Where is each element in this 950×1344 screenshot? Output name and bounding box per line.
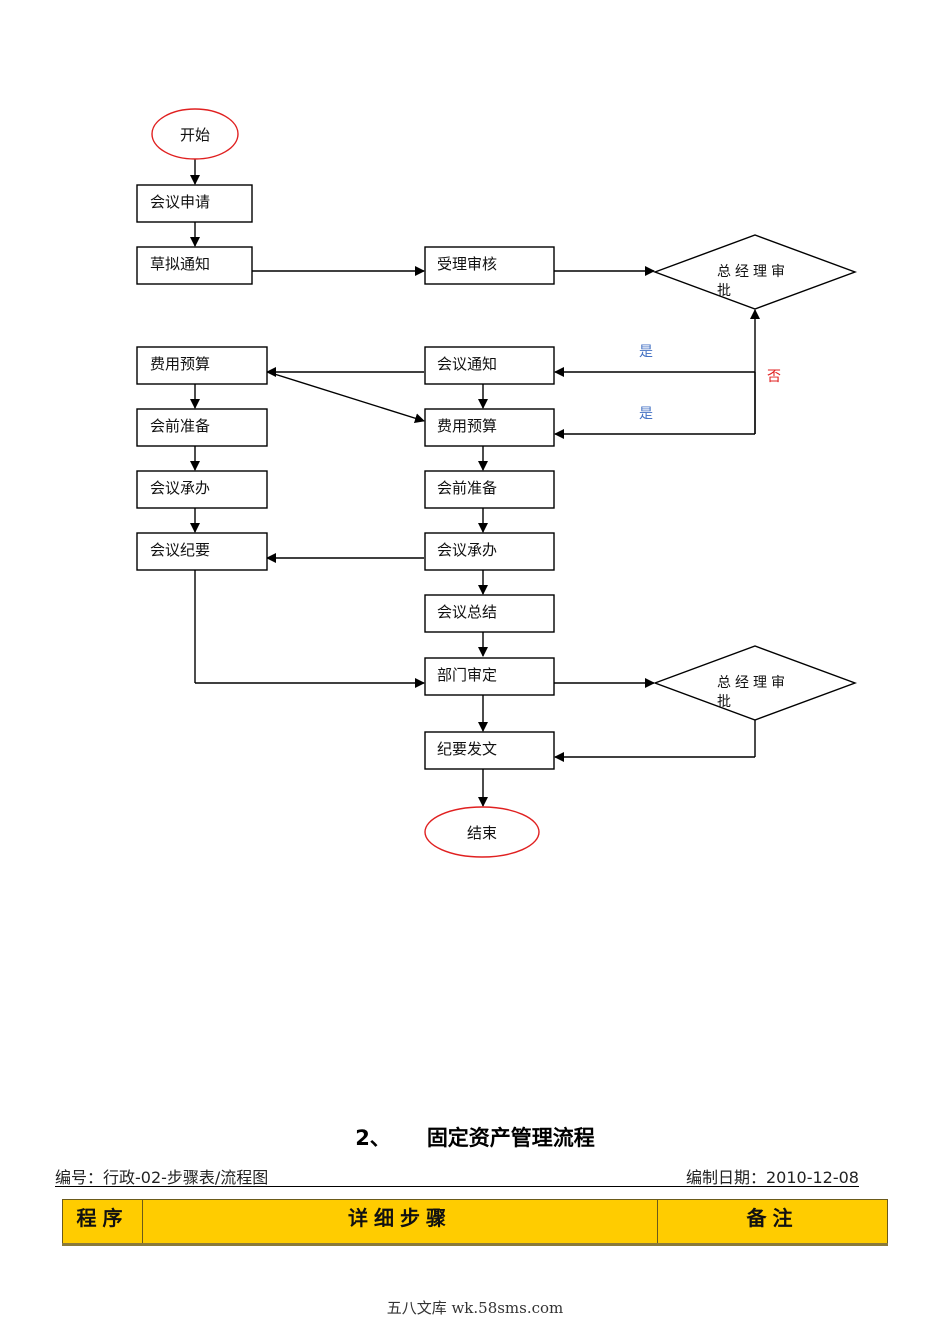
node-apply [136,184,253,223]
node-budget-left-label: 费用预算 [150,355,210,373]
decision-gm-approve-1-label-line1: 总经理审 [717,264,789,280]
node-dept-review [424,657,555,696]
node-notice-label: 会议通知 [437,355,497,373]
node-budget-left [136,346,268,385]
decision-gm-approve-1: 总经理审 批 [652,234,858,310]
node-minutes-label: 会议纪要 [150,541,210,559]
table-header-row: 程序 详细步骤 备注 [62,1199,888,1246]
edge-label-yes-2: 是 [639,406,653,422]
end-node: 结束 [424,806,540,858]
node-prep-right [424,470,555,509]
decision-gm-approve-1-label-line2: 批 [717,283,735,299]
footer-watermark: 五八文库 wk.58sms.com [386,1299,564,1317]
decision-gm-approve-2-label-line1: 总经理审 [717,675,789,691]
node-host-right-label: 会议承办 [437,541,497,559]
node-draft-notice-label: 草拟通知 [150,255,210,273]
section-number: 2、 [355,1126,391,1150]
meeting-flowchart: 开始 结束 会议申请 草拟通知 受理审核 费用预算 会议通知 会前准备 费用预算… [136,108,858,858]
end-label: 结束 [467,824,497,842]
node-apply-label: 会议申请 [150,193,210,211]
node-prep-right-label: 会前准备 [437,479,497,497]
node-host-left-label: 会议承办 [150,479,210,497]
steps-table: 程序 详细步骤 备注 [62,1199,888,1246]
edge-label-no: 否 [767,369,781,385]
start-node: 开始 [151,108,239,160]
document-meta-row: 编号：行政-02-步骤表/流程图 编制日期：2010-12-08 [55,1164,859,1187]
document-date: 编制日期：2010-12-08 [686,1168,859,1187]
node-prep-left-label: 会前准备 [150,417,210,435]
start-label: 开始 [180,126,210,144]
section-title: 固定资产管理流程 [426,1126,595,1150]
section-heading: 2、 固定资产管理流程 [0,1122,950,1152]
header-procedure: 程序 [62,1199,143,1246]
node-budget-right-label: 费用预算 [437,417,497,435]
node-draft-notice [136,246,253,285]
connectors [190,158,760,807]
decision-gm-approve-2-label-line2: 批 [717,694,735,710]
header-detailed-steps: 详细步骤 [142,1199,658,1246]
node-dept-review-label: 部门审定 [437,666,497,684]
decision-gm-approve-2: 总经理审 批 [652,645,858,721]
edge-label-yes-1: 是 [639,344,653,360]
header-remarks: 备注 [657,1199,888,1246]
node-host-left [136,470,268,509]
node-review-label: 受理审核 [437,255,497,273]
node-budget-right [424,408,555,447]
edge-budget-left-right [267,371,425,424]
node-prep-left [136,408,268,447]
node-publish [424,731,555,770]
node-host-right [424,532,555,571]
node-publish-label: 纪要发文 [437,740,497,758]
node-review [424,246,555,285]
node-notice [424,346,555,385]
node-summary [424,594,555,633]
document-code: 编号：行政-02-步骤表/流程图 [55,1168,269,1187]
node-minutes [136,532,268,571]
node-summary-label: 会议总结 [437,603,497,621]
